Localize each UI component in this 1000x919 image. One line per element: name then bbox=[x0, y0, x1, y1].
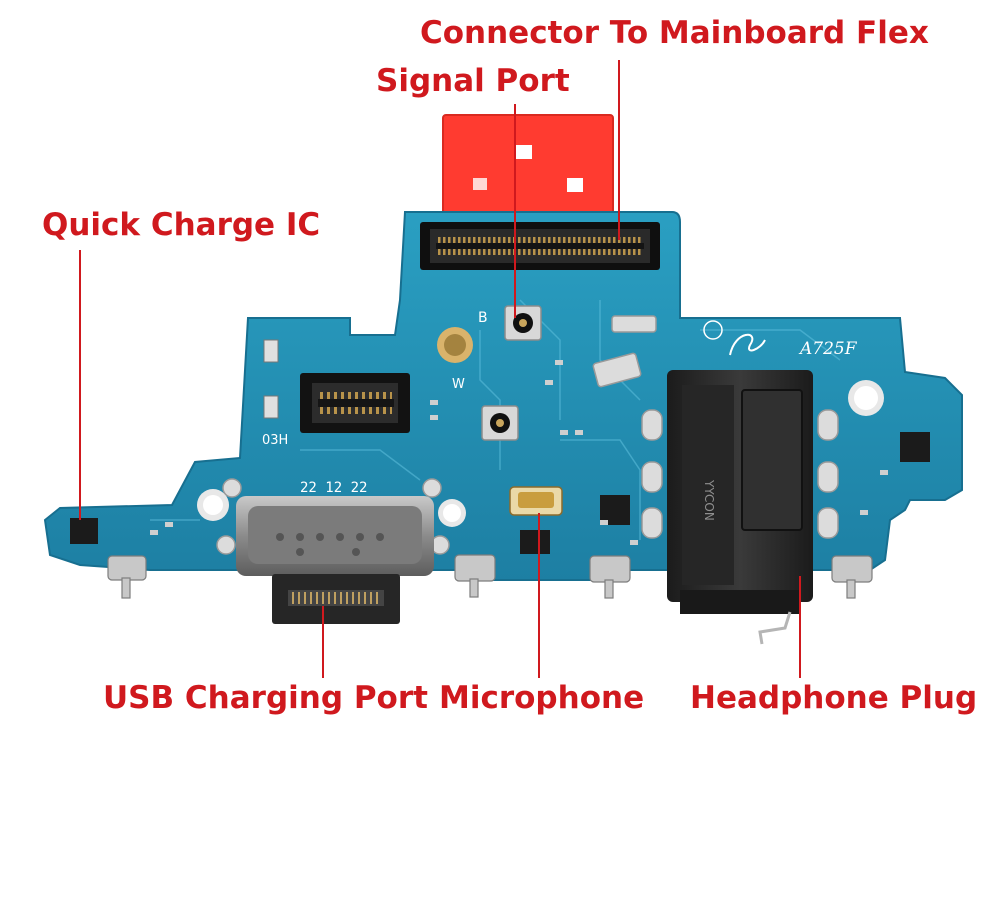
leader-lines bbox=[79, 60, 801, 678]
label-microphone: Microphone bbox=[439, 680, 645, 716]
code-03h-text: 03H bbox=[262, 433, 288, 448]
headphone-jack: YYCON bbox=[667, 370, 813, 645]
spring-contacts bbox=[107, 554, 873, 599]
mark-w-text: W bbox=[452, 377, 465, 392]
date-code-text: 22 12 22 bbox=[300, 480, 367, 496]
board-model-text: A725F bbox=[798, 339, 858, 359]
mounting-holes bbox=[197, 327, 884, 527]
usb-c-port bbox=[236, 496, 434, 624]
microphone-component bbox=[509, 486, 563, 516]
flex-cable-tab bbox=[442, 114, 614, 226]
samsung-mark-icon bbox=[703, 320, 723, 340]
small-flex-connector bbox=[300, 373, 410, 433]
board-to-board-connector bbox=[420, 222, 660, 270]
label-signal-port: Signal Port bbox=[376, 63, 570, 99]
logo-swirl-icon bbox=[729, 333, 766, 356]
ic-chips bbox=[70, 339, 930, 554]
label-headphone-plug: Headphone Plug bbox=[690, 680, 978, 716]
label-usb-charging-port: USB Charging Port bbox=[103, 680, 428, 716]
smd-components bbox=[150, 360, 888, 545]
label-connector-to-mainboard-flex: Connector To Mainboard Flex bbox=[420, 15, 929, 51]
rf-signal-ports bbox=[481, 305, 542, 441]
mark-b-text: B bbox=[478, 310, 488, 326]
silkscreen: A725F 22 12 22 03H B W bbox=[262, 310, 858, 496]
jack-brand-text: YYCON bbox=[702, 479, 716, 521]
label-quick-charge-ic: Quick Charge IC bbox=[42, 207, 321, 243]
test-pads bbox=[216, 315, 839, 555]
